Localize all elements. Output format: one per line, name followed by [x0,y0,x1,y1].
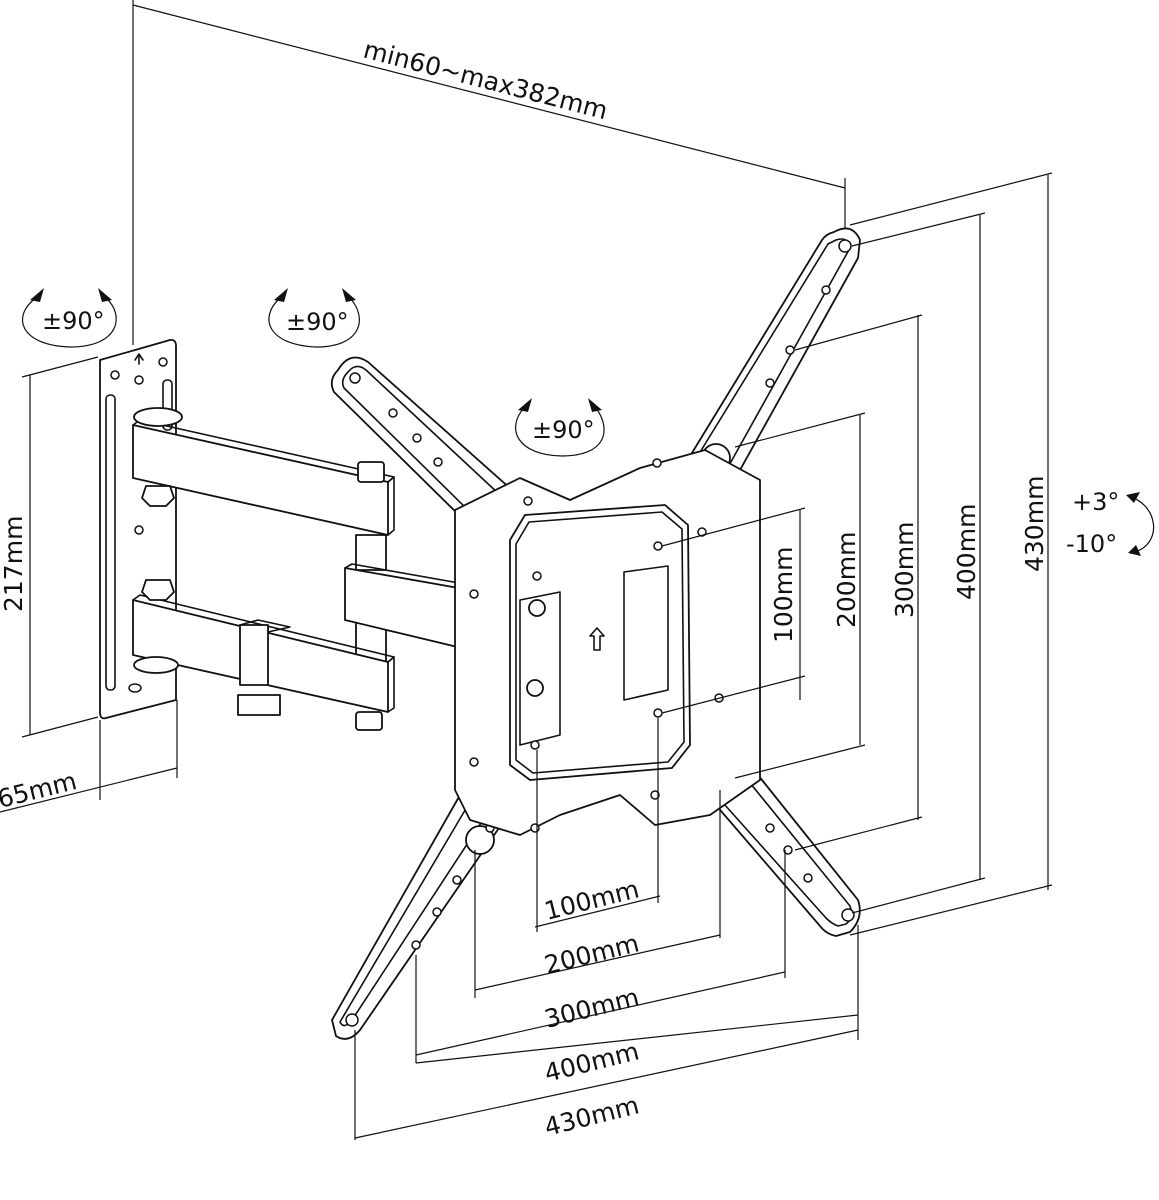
vertical-300-label: 300mm [890,522,919,618]
rotation-arc-icon [515,407,605,457]
rotation-arc-icon [268,297,360,348]
ext-line [851,877,986,914]
plate-rotation-label: ±90° [532,416,595,444]
ext-line [849,884,1053,936]
arrow-head-icon [98,288,112,302]
ext-line [794,314,923,351]
arm-swivel-label: ±90° [286,308,349,336]
horizontal-100-label: 100mm [541,874,642,925]
vertical-430-label: 430mm [1020,476,1049,572]
ext-line [661,675,806,714]
dim-line-430 [354,1029,859,1139]
tv-backing-plate [454,449,761,836]
dim-line-200 [474,934,721,991]
height-extension-top [21,356,99,378]
horizontal-200-label: 200mm [541,928,642,979]
arm-swivel-indicator: ±90° [268,288,360,348]
wall-swivel-indicator: ±90° [21,288,117,348]
tilt-arc-icon [1127,495,1155,553]
vertical-100-label: 100mm [769,547,798,643]
horizontal-430-label: 430mm [541,1090,642,1141]
arrow-head-icon [342,288,356,302]
extension-dimension-line [132,4,846,189]
wall-plate-depth-label: 65mm [0,766,80,814]
dim-line-300 [415,971,786,1056]
ext-line [734,412,866,448]
arrow-head-icon [1128,545,1141,556]
height-extension-bottom [21,716,99,738]
rotation-arc-icon [21,297,117,348]
wall-swivel-label: ±90° [42,307,105,335]
ext-line [851,212,986,247]
horizontal-300-label: 300mm [541,982,642,1033]
ext-line [734,744,866,779]
tilt-down-label: -10° [1066,530,1117,558]
arrow-head-icon [30,288,44,302]
arrow-head-icon [274,288,288,302]
extension-label: min60~max382mm [361,35,611,125]
depth-dimension-line [0,767,178,813]
plate-rotation-indicator: ±90° [515,398,605,457]
dim-line-100 [534,895,661,928]
vertical-400-label: 400mm [952,504,981,600]
lower-arm [132,579,395,731]
arrow-head-icon [518,398,532,412]
vertical-200-label: 200mm [832,532,861,628]
wall-plate-dimensions: 217mm 65mm [0,356,178,814]
tilt-up-label: +3° [1072,488,1119,516]
vertical-vesa-dimensions: 100mm 200mm 300mm 400mm 430mm [661,172,1053,936]
dim-line-400 [415,1014,859,1064]
ext-line [849,172,1053,226]
extension-dimension: min60~max382mm [132,0,846,345]
ext-line [794,816,923,851]
ext-line [661,507,806,547]
wall-plate-height-label: 217mm [0,516,28,612]
upper-arm [132,407,395,536]
tilt-indicator: +3° -10° [1066,488,1155,558]
arrow-head-icon [1126,492,1140,503]
arrow-head-icon [588,398,602,412]
